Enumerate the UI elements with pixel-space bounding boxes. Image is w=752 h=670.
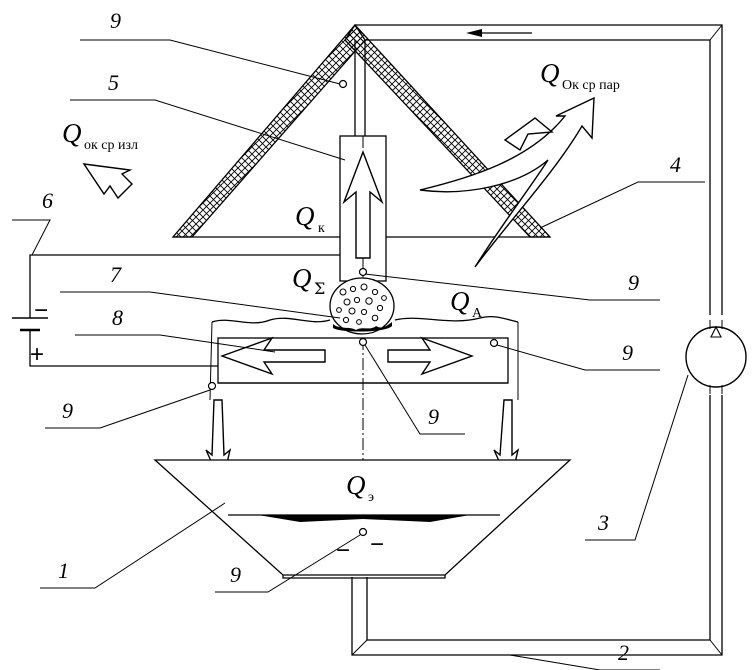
callout-7: 7 <box>110 262 122 287</box>
svg-text:Q: Q <box>450 286 470 316</box>
svg-text:Q: Q <box>346 470 366 500</box>
svg-text:ок ср изл: ок ср изл <box>84 138 138 153</box>
callout-9-right-lower: 9 <box>622 340 633 365</box>
heat-flow-labels: Q Ок ср пар Q ок ср изл Q к Q Σ Q А Q э <box>62 58 620 505</box>
callout-9-center: 9 <box>428 404 439 429</box>
point-9-workpiece-center <box>358 337 368 347</box>
svg-text:Q: Q <box>62 118 82 148</box>
convection-arrow-wing <box>503 117 554 152</box>
battery-plus: + <box>30 341 44 368</box>
callout-9-right-upper: 9 <box>628 270 639 295</box>
callout-9-bottom: 9 <box>230 562 241 587</box>
callout-5: 5 <box>108 70 119 95</box>
environment-heat-arrows <box>82 96 595 268</box>
svg-text:Σ: Σ <box>314 279 325 298</box>
label-q-sigma: Q Σ <box>292 263 325 298</box>
bath: − − <box>153 459 572 579</box>
callout-1: 1 <box>58 558 69 583</box>
radiation-arrow <box>82 163 133 200</box>
electrode-heat-arrow <box>342 150 384 259</box>
callout-numbers: 9 5 4 6 7 8 9 9 9 9 3 1 9 2 <box>42 8 681 665</box>
bath-minus-right: − <box>370 531 384 558</box>
label-q-a: Q А <box>450 286 483 321</box>
label-q-ok-sr-par: Q Ок ср пар <box>540 58 620 93</box>
svg-text:А: А <box>472 306 483 321</box>
callout-2: 2 <box>618 640 629 665</box>
point-9-electrode <box>358 267 368 277</box>
fan <box>685 315 747 395</box>
svg-text:Ок ср пар: Ок ср пар <box>562 78 620 93</box>
svg-text:Q: Q <box>540 58 560 88</box>
heat-arrow-right <box>387 336 475 376</box>
svg-text:Q: Q <box>292 263 312 293</box>
hood-left-wall <box>171 23 366 238</box>
leader-lines <box>12 39 705 670</box>
bath-deposit <box>258 515 470 522</box>
label-q-e: Q э <box>346 470 374 505</box>
central-tube <box>354 40 366 136</box>
arc-bubble <box>329 277 395 335</box>
point-9-workpiece-left <box>207 381 217 391</box>
callout-3: 3 <box>597 510 609 535</box>
point-9-workpiece-right <box>489 338 499 348</box>
return-duct <box>351 24 723 656</box>
callout-9-left: 9 <box>62 398 73 423</box>
callout-8: 8 <box>112 305 123 330</box>
heat-arrow-left <box>219 336 326 376</box>
convection-arrow <box>419 96 595 268</box>
svg-text:э: э <box>368 490 374 505</box>
callout-9-top: 9 <box>110 8 121 33</box>
bath-minus-left: − <box>336 537 350 564</box>
electrode <box>339 135 387 282</box>
point-9-hood <box>338 79 348 89</box>
battery-minus: − <box>34 297 48 324</box>
workpiece <box>207 336 509 505</box>
label-q-k: Q к <box>295 201 325 236</box>
arc-zone <box>209 277 519 401</box>
label-q-ok-sr-izl: Q ок ср изл <box>62 118 138 153</box>
duct-flow-arrow <box>466 29 532 37</box>
svg-text:к: к <box>318 221 325 236</box>
callout-4: 4 <box>670 152 681 177</box>
callout-6: 6 <box>42 188 53 213</box>
power-source: − + <box>12 254 340 368</box>
svg-text:Q: Q <box>295 201 315 231</box>
point-9-bath <box>358 527 368 537</box>
